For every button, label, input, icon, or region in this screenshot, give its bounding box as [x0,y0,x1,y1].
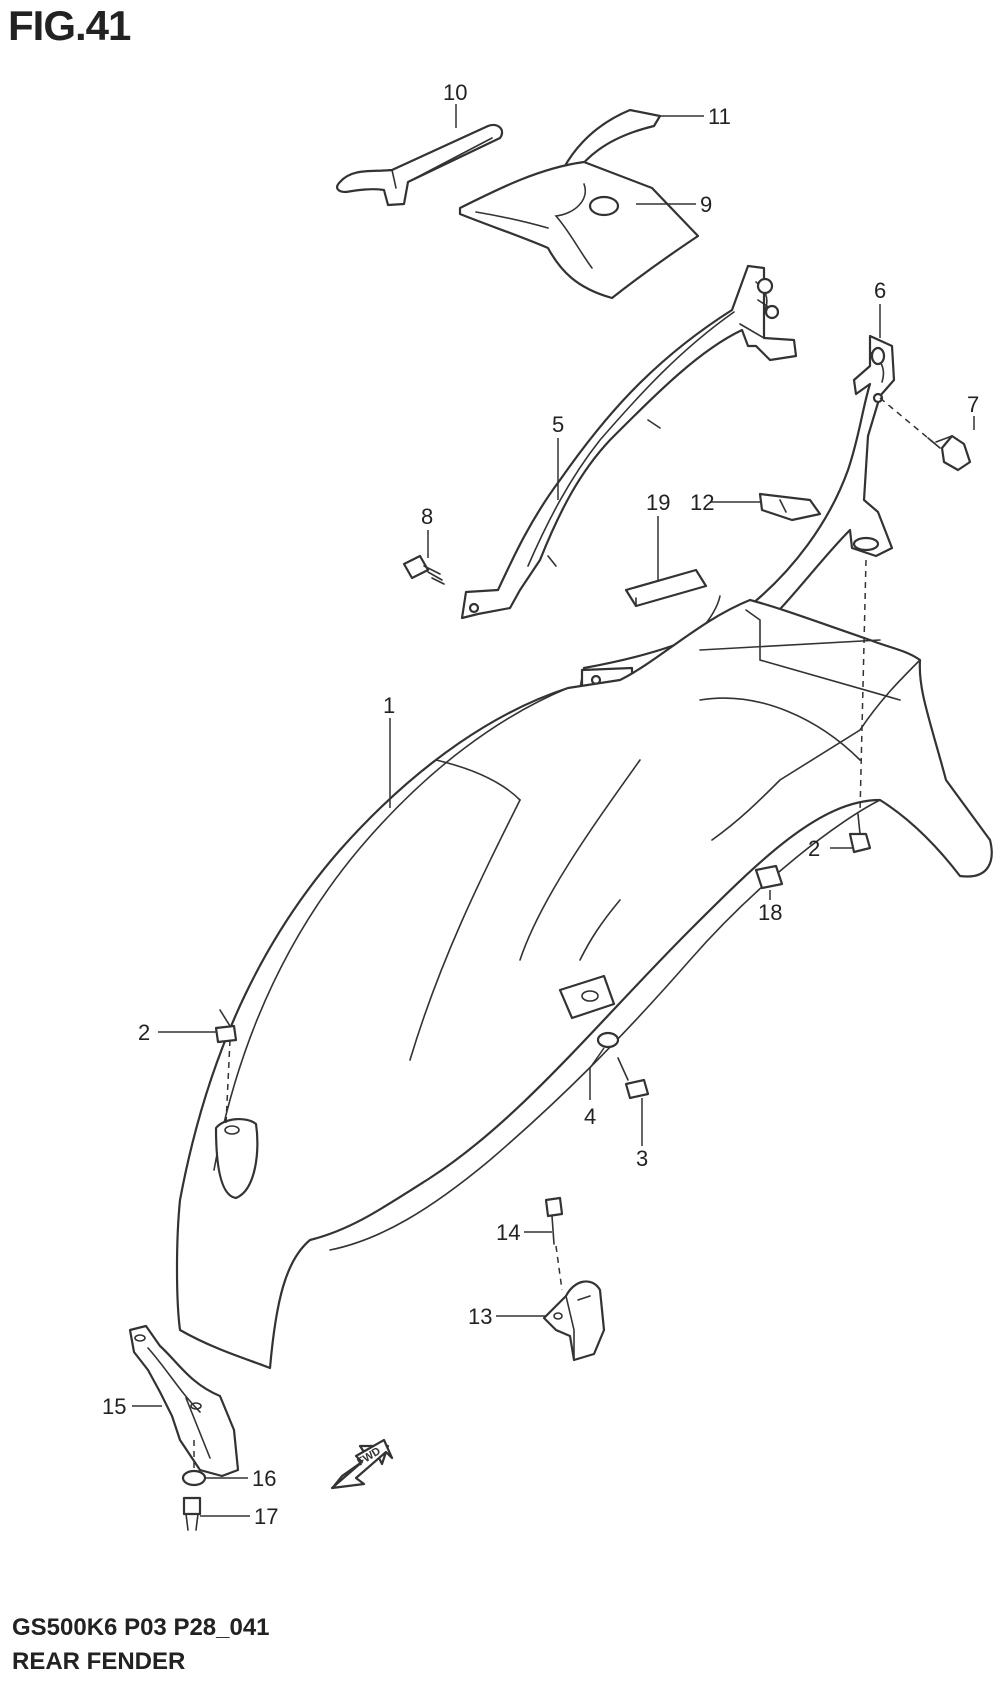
part-4-nut [596,1031,620,1049]
part-16-nut [181,1469,207,1487]
callout-17: 17 [254,1504,278,1529]
part-5-frame [460,264,798,620]
part-2-bolt-left [214,1009,238,1044]
leader-4 [589,1047,605,1100]
assembly-line-7 [879,397,941,449]
callout-5: 5 [552,412,564,437]
callout-13: 13 [468,1304,492,1329]
callout-15: 15 [102,1394,126,1419]
callout-6: 6 [874,278,886,303]
callout-9: 12 [690,490,714,515]
callout-11: 10 [443,80,467,105]
callout-8: 8 [421,504,433,529]
callout-2-left: 2 [138,1020,150,1045]
part-2-bolt-right [848,813,872,854]
callout-14: 14 [496,1220,520,1245]
part-1-rear-fender [175,598,993,1370]
callout-2-right: 2 [808,836,820,861]
callout-19: 19 [646,490,670,515]
part-3-bolt [617,1057,650,1100]
assembly-line-2-right [859,559,867,813]
part-18-pad [754,864,784,890]
part-17-bolt [182,1496,202,1531]
model-code: GS500K6 P03 P28_041 [12,1614,270,1641]
callout-16: 16 [252,1466,276,1491]
assembly-line-2-left [225,1039,231,1125]
callout-1: 1 [383,693,395,718]
figure-name: REAR FENDER [12,1648,186,1675]
callout-3: 3 [636,1146,648,1171]
fwd-arrow-icon: FWD [330,1438,394,1490]
part-10-tray [458,160,700,300]
figure-title: FIG.41 [8,2,131,49]
part-13-clamp [542,1280,606,1362]
callout-7: 7 [967,392,979,417]
part-19-pad [624,568,708,608]
callout-12: 11 [708,104,731,129]
callout-10: 9 [700,192,712,217]
assembly-line-14 [555,1245,563,1291]
part-7-bolt [927,434,972,472]
part-8-bolt [402,554,445,585]
part-9-bracket [758,492,822,522]
part-11-tool [336,123,504,207]
part-14-bolt [544,1196,564,1245]
callout-18: 18 [758,900,782,925]
callout-4: 4 [584,1104,596,1129]
part-15-bracket [128,1324,240,1478]
